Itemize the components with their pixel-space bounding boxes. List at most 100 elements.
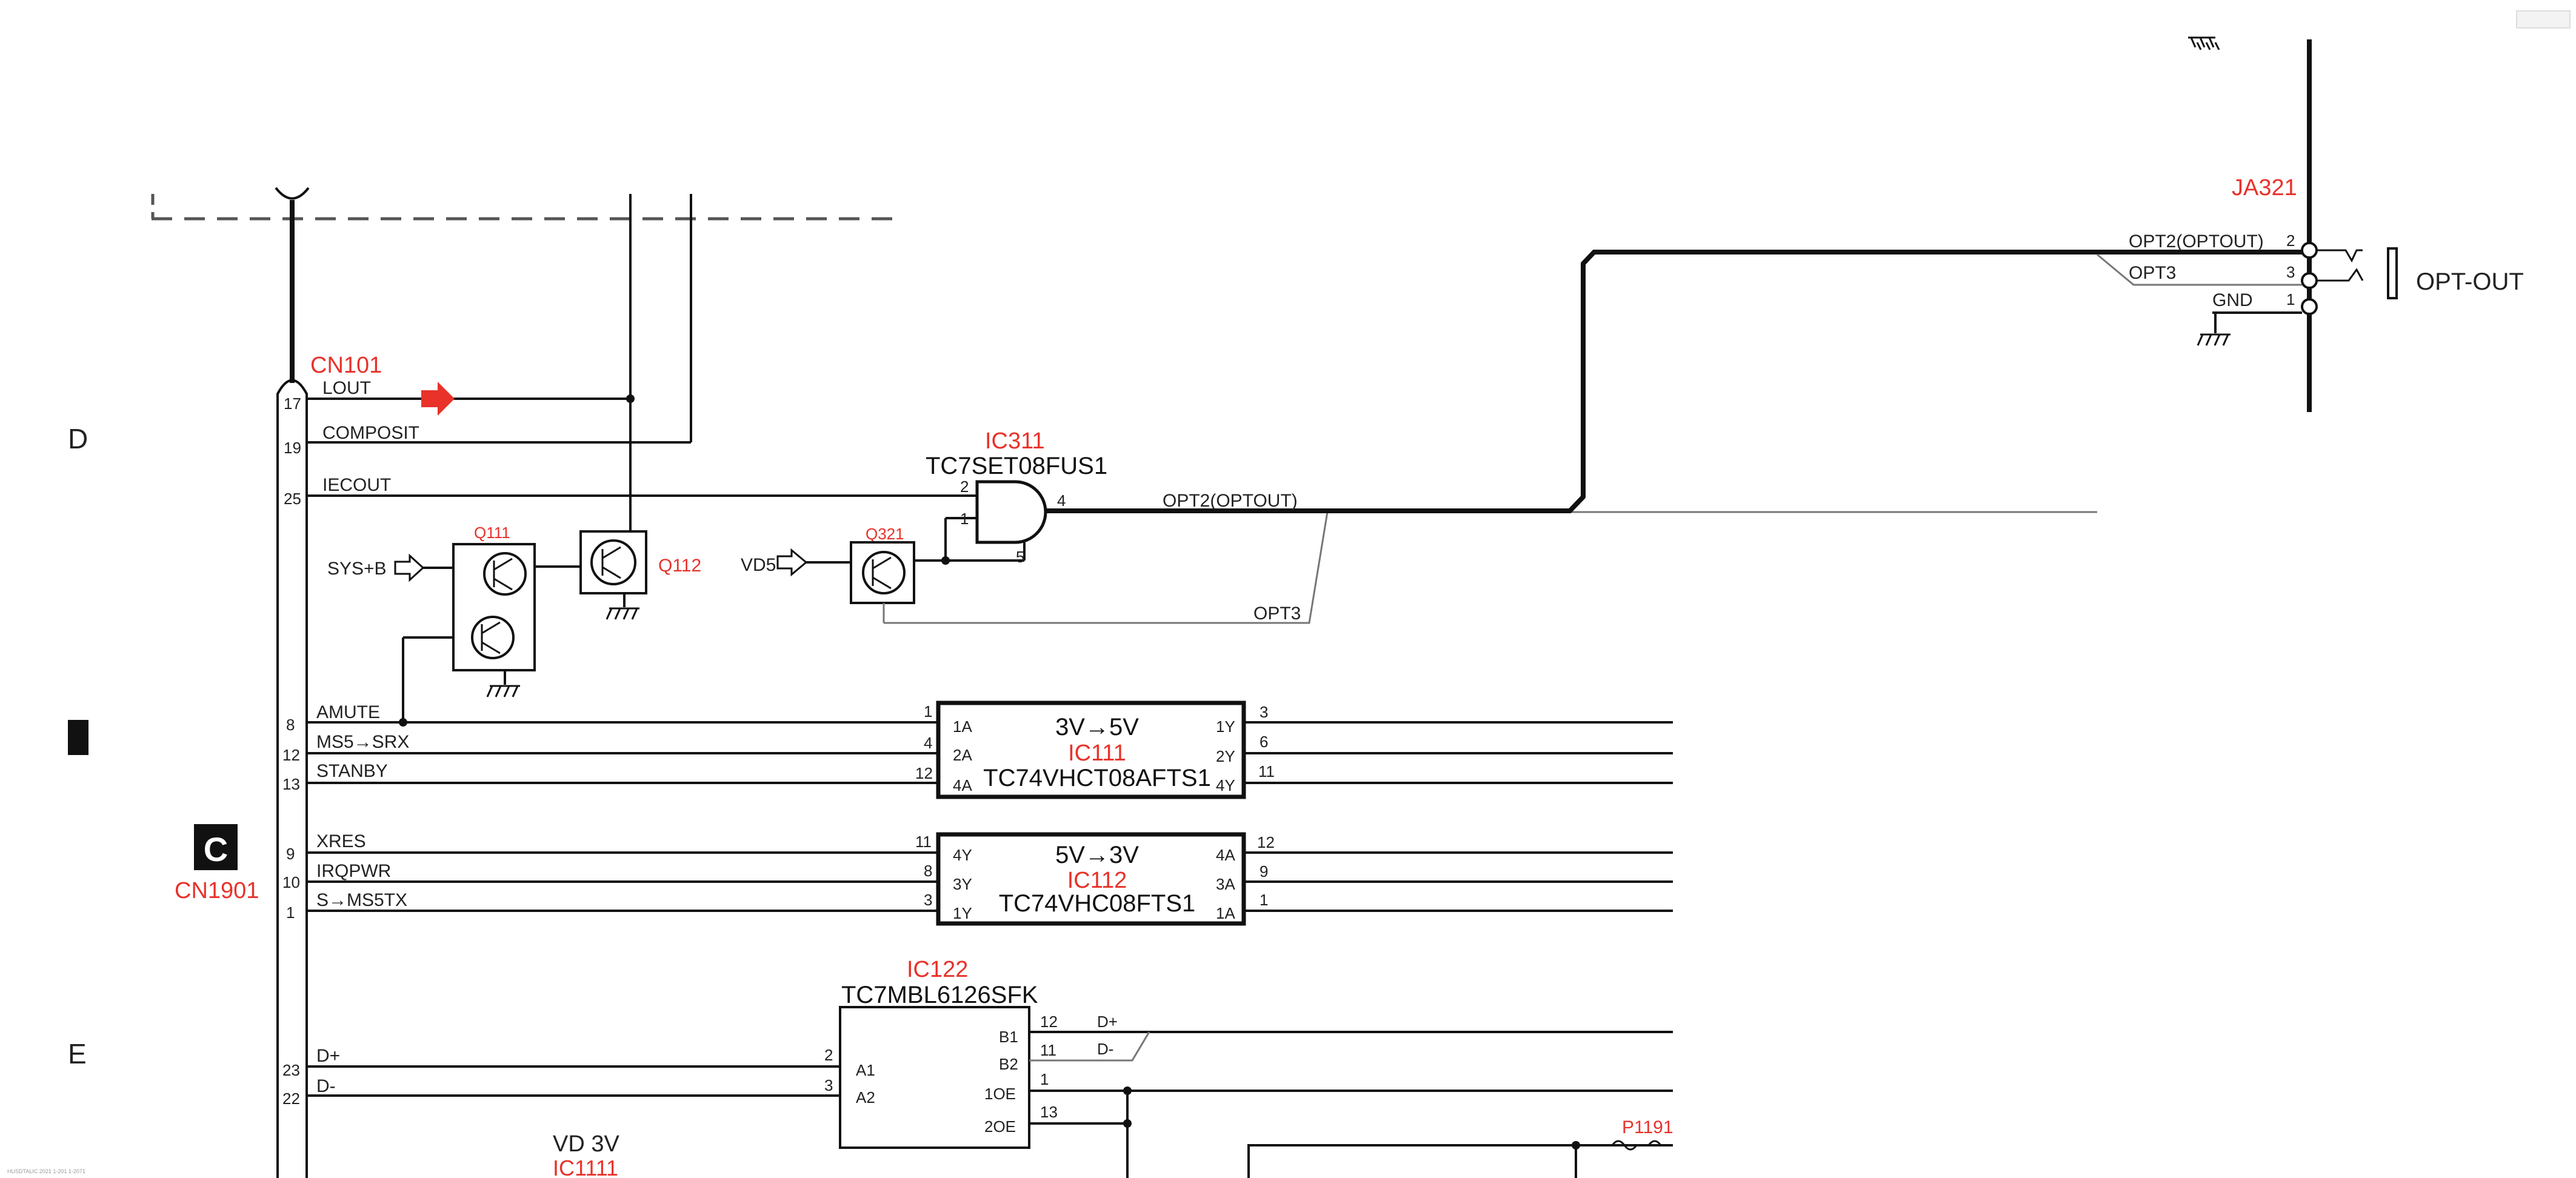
wire-optout: [1046, 250, 2315, 513]
cn-pin-signal: MS5→SRX: [316, 732, 409, 752]
ic112-pin-name: 3Y: [953, 875, 972, 893]
ground-icon: [606, 607, 639, 620]
ic111-pin-num: 11: [1258, 762, 1275, 780]
ja321-pin-signal: GND: [2212, 290, 2253, 310]
q111-upper-leads: [493, 557, 513, 591]
cn-pin-number: 10: [282, 873, 300, 891]
ic311-pin: 2: [960, 478, 969, 496]
ic122-pin-num: 13: [1040, 1103, 1058, 1121]
ic122-pin-name: A2: [856, 1088, 875, 1106]
ic122-pin-num: 2: [824, 1046, 833, 1064]
q112-symbol: [590, 539, 636, 585]
ic112-pin-num: 1: [1260, 891, 1268, 909]
ic112-pin-num: 12: [1257, 833, 1275, 851]
wire-opt3-ja-entry: [2097, 253, 2302, 286]
ic112-pin-name: 3A: [1216, 875, 1235, 893]
ic122-pin-num: 11: [1040, 1041, 1056, 1059]
vd3v-label: VD 3V: [553, 1131, 619, 1157]
q111-label: Q111: [474, 524, 510, 542]
ground-icon: [486, 685, 520, 697]
q111-lower-leads: [481, 621, 501, 654]
row-marker-d: D: [68, 423, 88, 454]
ic112-pin-name: 4A: [1216, 846, 1235, 864]
q112-transistor: Q112: [579, 399, 701, 620]
ic122-net: D-: [1097, 1040, 1113, 1058]
ic111-ref: IC111: [1068, 740, 1126, 766]
ic122-pin-name: B1: [999, 1028, 1018, 1046]
cn-pin-number: 19: [284, 439, 301, 457]
net-label-opt3: OPT3: [1253, 604, 1301, 624]
ja321-pin-signal: OPT2(OPTOUT): [2129, 231, 2264, 251]
ic122-pin-name: 1OE: [984, 1085, 1016, 1103]
ic112-pin-name: 1Y: [953, 904, 972, 922]
cn-pin-signal: IECOUT: [322, 475, 391, 495]
junction-dot: [1123, 1086, 1132, 1095]
opt-out-label: OPT-OUT: [2416, 268, 2524, 295]
q111-upper-symbol: [483, 552, 527, 596]
q111-lower-symbol: [471, 616, 515, 659]
ground-icon: [2197, 333, 2231, 346]
ic111-box: [936, 700, 1246, 799]
ic311-part: TC7SET08FUS1: [926, 453, 1107, 479]
ic111-pin-name: 4A: [953, 776, 972, 794]
ic112-pin-num: 3: [924, 891, 932, 909]
ic311-gate: IC311 TC7SET08FUS1 2 1 4 5 OPT2(OPTOUT) …: [926, 250, 2315, 624]
ja321-pin-num: 3: [2286, 263, 2295, 281]
ic122-pin-name: B2: [999, 1055, 1018, 1073]
cn-pins: 17 LOUT 19 COMPOSIT 25 IECOUT 8 AMUTE 12…: [282, 378, 980, 1108]
ic111-conv: 3V→5V: [1055, 714, 1139, 740]
ic112-conv: 5V→3V: [1055, 842, 1139, 868]
sys-b-arrow-icon: [394, 553, 425, 582]
p1191-label: P1191: [1622, 1117, 1673, 1137]
cn-pin-number: 8: [286, 716, 295, 734]
ic111-block: 3V→5V IC111 TC74VHCT08AFTS1 1 1A 4 2A 12…: [915, 700, 1673, 799]
cn-pin-signal: IRQPWR: [316, 861, 391, 881]
ic311-ref: IC311: [985, 428, 1045, 454]
ground-icon: [2188, 36, 2215, 48]
ic122-block: IC122 TC7MBL6126SFK 2 A1 3 A2 B1 12 D+ B…: [824, 957, 1673, 1178]
cn-pin-signal: COMPOSIT: [322, 423, 419, 443]
ic111-pin-num: 3: [1260, 703, 1268, 721]
ic111-pin-name: 1Y: [1216, 717, 1235, 736]
ic122-pin-num: 1: [1040, 1070, 1049, 1088]
q111-transistor: Q111: [402, 524, 581, 722]
ic122-net: D+: [1097, 1013, 1118, 1031]
zone-marker-c-box: [194, 824, 238, 870]
ic122-part: TC7MBL6126SFK: [841, 982, 1038, 1008]
junction-dot: [1123, 1119, 1132, 1128]
footer-note: HUSDTALIC 2021 1-201 1-2071: [7, 1168, 85, 1174]
cn-pin-number: 17: [284, 394, 301, 413]
upper-terminal: [275, 187, 310, 200]
ic122-pin-name: 2OE: [984, 1117, 1016, 1136]
junction-dot: [1572, 1141, 1580, 1150]
optical-out-jack-icon: [2317, 249, 2364, 282]
vd5-label: VD5: [741, 555, 776, 575]
ja321-pin-signal: OPT3: [2129, 263, 2176, 283]
cn-pin-signal: STANBY: [316, 761, 388, 781]
zone-marker-c: C: [204, 830, 228, 868]
ic112-pin-name: 4Y: [953, 846, 972, 864]
wire-bottom-right: [1247, 1144, 1673, 1178]
ic112-pin-name: 1A: [1216, 904, 1235, 922]
ic112-block: 5V→3V IC112 TC74VHC08FTS1 11 4Y 8 3Y 3 1…: [915, 832, 1673, 926]
cn-pin-signal: S→MS5TX: [316, 890, 407, 910]
cn-pin-number: 13: [282, 775, 300, 793]
ic112-pin-num: 9: [1260, 862, 1268, 880]
sys-b-label: SYS+B: [327, 559, 387, 579]
cn-pin-signal: D+: [316, 1046, 340, 1066]
cn-pin-number: 12: [282, 746, 300, 764]
ic112-part: TC74VHC08FTS1: [999, 890, 1196, 917]
and-gate-symbol: [975, 480, 1047, 544]
cn101-label: CN101: [310, 353, 382, 378]
ja321-pin-num: 1: [2286, 290, 2295, 308]
ja321-label: JA321: [2232, 175, 2297, 201]
ic111-pin-name: 2A: [953, 746, 972, 764]
cn-pin-number: 9: [286, 845, 295, 863]
ic112-ref: IC112: [1067, 868, 1127, 893]
ic311-pin: 5: [1016, 548, 1024, 566]
ic122-pin-num: 12: [1040, 1013, 1058, 1031]
cn-pin-number: 23: [282, 1061, 300, 1079]
fuse-symbol: [1611, 1140, 1662, 1151]
ic111-pin-name: 1A: [953, 717, 972, 736]
